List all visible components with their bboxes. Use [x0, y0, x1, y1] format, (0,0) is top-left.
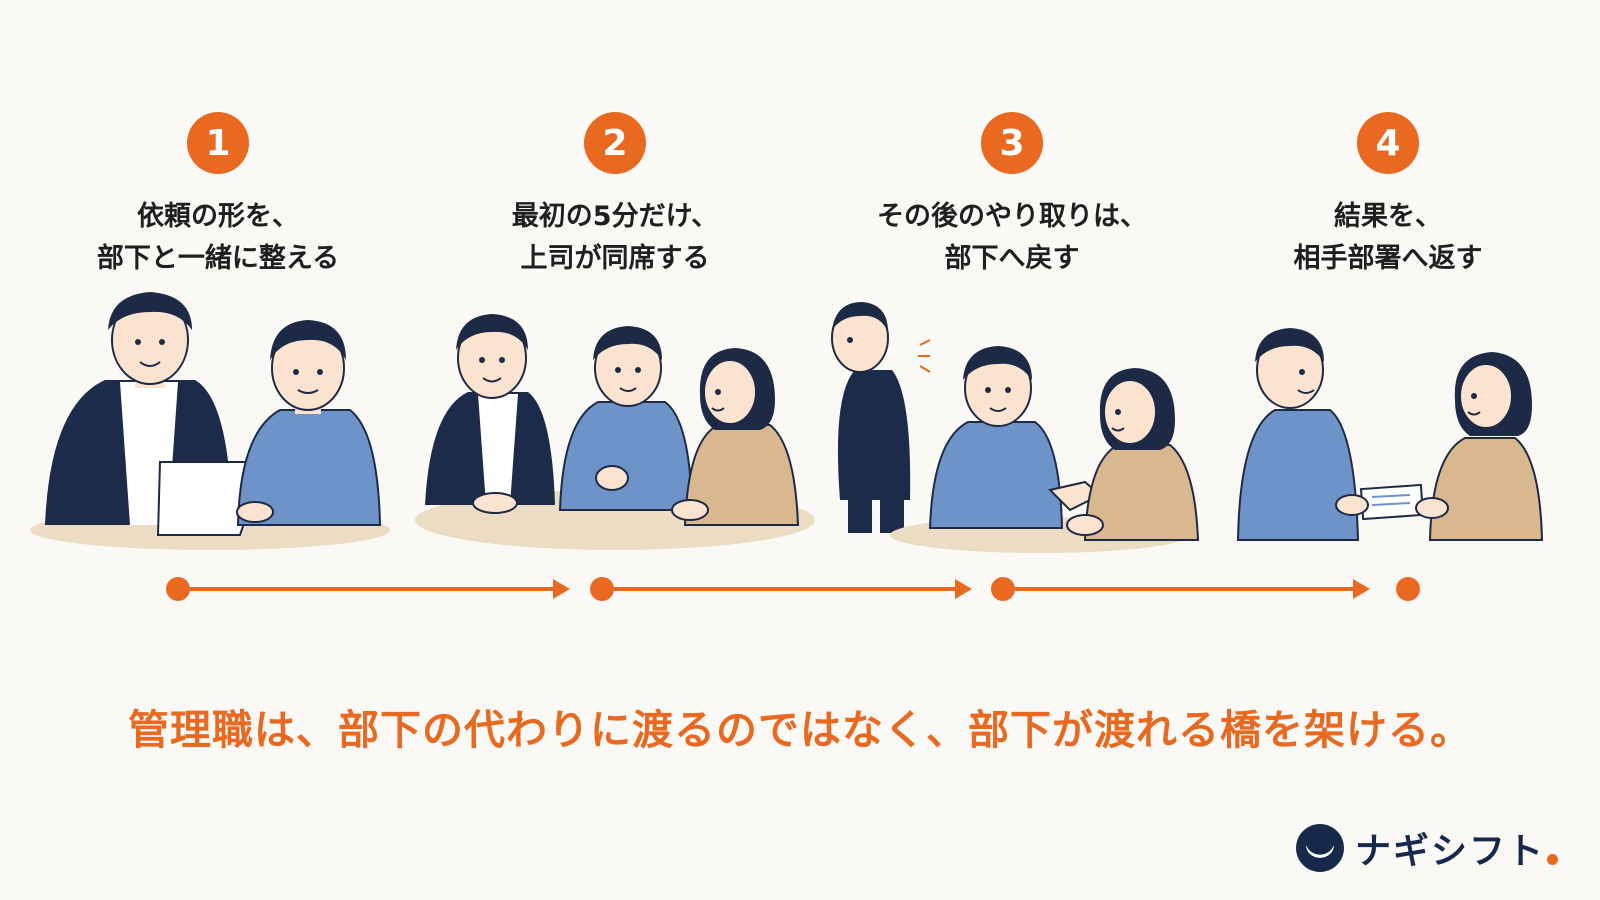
- step-title-line: 相手部署へ返す: [1293, 243, 1483, 274]
- step-3: 3 その後のやり取りは、 部下へ戻す: [832, 112, 1192, 280]
- scene-4: [1236, 328, 1544, 541]
- timeline-dot: [1396, 577, 1420, 601]
- flow-timeline: [166, 577, 1420, 601]
- step-title-line: 上司が同席する: [520, 243, 710, 274]
- tagline: 管理職は、部下の代わりに渡るのではなく、部下が渡れる橋を架ける。: [128, 706, 1472, 754]
- step-title-line: 部下と一緒に整える: [96, 243, 340, 274]
- scene-2: [415, 314, 815, 550]
- step-4: 4 結果を、 相手部署へ返す: [1208, 112, 1568, 280]
- arrow-head-icon: [1353, 579, 1370, 599]
- step-number-badge: 3: [981, 112, 1043, 174]
- step-title-line: 結果を、: [1334, 201, 1442, 232]
- step-title: 結果を、 相手部署へ返す: [1294, 196, 1483, 280]
- step-2: 2 最初の5分だけ、 上司が同席する: [435, 112, 795, 280]
- brand-name: ナギシフト: [1354, 831, 1545, 872]
- scene-1: [30, 292, 390, 550]
- step-number-badge: 2: [584, 112, 646, 174]
- step-title: 依頼の形を、 部下と一緒に整える: [97, 196, 339, 280]
- step-title-line: その後のやり取りは、: [877, 201, 1147, 232]
- step-number-badge: 1: [187, 112, 249, 174]
- arrow-head-icon: [553, 579, 570, 599]
- step-title-line: 部下へ戻す: [944, 243, 1080, 274]
- scene-3: [831, 302, 1200, 553]
- timeline-dot: [991, 577, 1015, 601]
- step-title: その後のやり取りは、 部下へ戻す: [877, 196, 1147, 280]
- step-number-badge: 4: [1357, 112, 1419, 174]
- step-1: 1 依頼の形を、 部下と一緒に整える: [38, 112, 398, 280]
- timeline-dot: [166, 577, 190, 601]
- step-title-line: 依頼の形を、: [136, 201, 299, 232]
- step-title-line: 最初の5分だけ、: [511, 201, 719, 232]
- timeline-dot: [590, 577, 614, 601]
- arrow-head-icon: [955, 579, 972, 599]
- step-title: 最初の5分だけ、 上司が同席する: [512, 196, 718, 280]
- illustration-scenes: [30, 292, 1544, 553]
- brand-logo: ナギシフト: [1295, 822, 1558, 874]
- crescent-moon-icon: [1295, 824, 1344, 872]
- brand-dot: [1547, 853, 1558, 865]
